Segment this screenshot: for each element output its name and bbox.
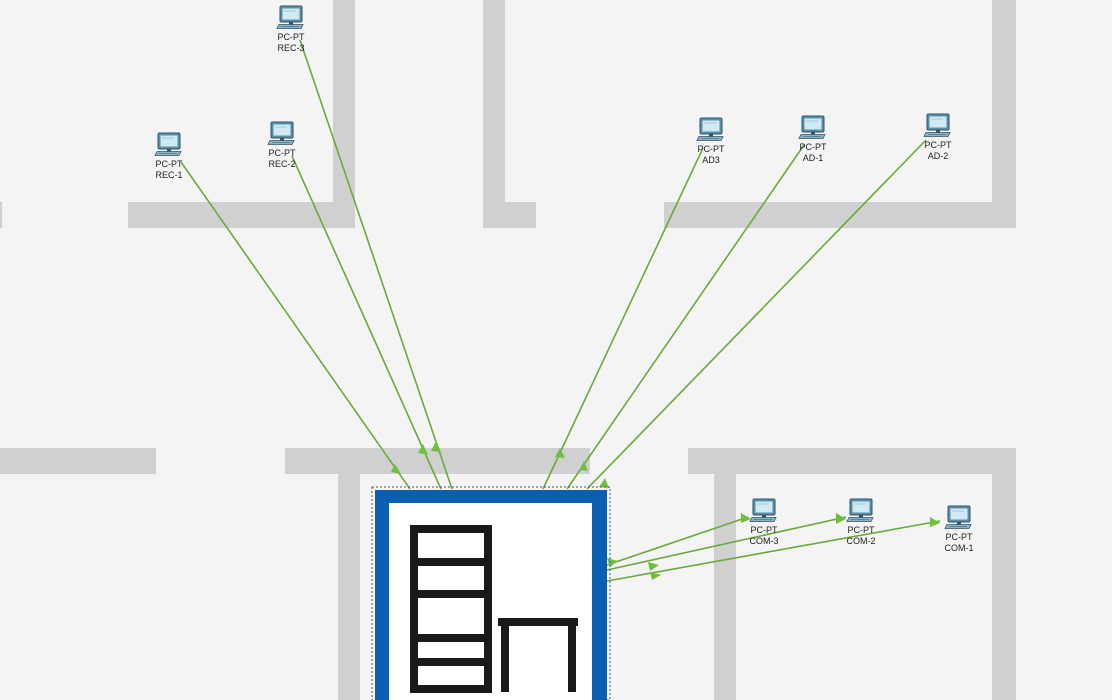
cable-com-3[interactable] (606, 516, 749, 566)
wall-segment (0, 202, 2, 228)
link-light-icon (431, 441, 441, 452)
device-hostname-label: AD-1 (803, 153, 824, 163)
link-light-icon (930, 517, 940, 527)
wall-segment (992, 0, 1016, 228)
wall-segment (714, 448, 736, 700)
cable-connections[interactable] (180, 39, 941, 582)
device-hostname-label: AD-2 (928, 151, 949, 161)
device-model-label: PC-PT (751, 525, 779, 535)
device-model-label: PC-PT (848, 525, 876, 535)
link-light-icon (579, 461, 588, 471)
link-light-icon (741, 513, 751, 523)
device-hostname-label: REC-2 (268, 159, 295, 169)
desktop-pc-icon (749, 498, 777, 522)
device-model-label: PC-PT (800, 142, 828, 152)
cable-rec-1[interactable] (180, 161, 411, 490)
link-light-icon (836, 513, 846, 524)
server-rack-icon (410, 525, 578, 693)
desktop-pc-icon (944, 505, 972, 529)
device-model-label: PC-PT (925, 140, 953, 150)
wall-segment (285, 448, 590, 474)
cable-ad-2[interactable] (586, 139, 927, 490)
device-hostname-label: COM-1 (945, 543, 974, 553)
desktop-pc-icon (154, 132, 182, 156)
device-hostname-label: REC-1 (155, 170, 182, 180)
wall-segment (128, 202, 355, 228)
pc-devices[interactable]: PC-PTREC-3PC-PTREC-1PC-PTREC-2PC-PTAD3PC… (154, 5, 974, 553)
cable-com-2[interactable] (606, 516, 847, 571)
wall-segment (664, 202, 1016, 228)
desktop-pc-icon (923, 113, 951, 137)
desktop-pc-icon (846, 498, 874, 522)
link-lights (391, 441, 940, 580)
wall-segment (688, 448, 1016, 474)
device-model-label: PC-PT (698, 144, 726, 154)
wall-segment (483, 202, 536, 228)
desktop-pc-icon (267, 121, 295, 145)
device-model-label: PC-PT (156, 159, 184, 169)
device-model-label: PC-PT (278, 32, 306, 42)
wall-segment (338, 448, 360, 700)
selection-outline (371, 486, 611, 700)
device-model-label: PC-PT (946, 532, 974, 542)
link-light-icon (599, 478, 609, 488)
wall-segment (0, 448, 156, 474)
cable-rec-3[interactable] (299, 39, 453, 490)
floor-plan-walls (0, 0, 1016, 700)
cable-ad-1[interactable] (566, 144, 805, 490)
device-hostname-label: COM-2 (847, 536, 876, 546)
central-rack-device[interactable] (371, 486, 611, 700)
device-hostname-label: REC-3 (277, 43, 304, 53)
link-light-icon (418, 444, 428, 455)
wall-segment (333, 0, 355, 228)
wall-segment (992, 448, 1016, 700)
link-light-icon (648, 562, 659, 571)
link-light-icon (555, 448, 565, 458)
desktop-pc-icon (696, 117, 724, 141)
device-hostname-label: COM-3 (750, 536, 779, 546)
cable-ad-3[interactable] (542, 147, 704, 490)
link-light-icon (607, 558, 618, 567)
link-light-icon (391, 464, 401, 474)
cable-rec-2[interactable] (291, 155, 442, 490)
link-light-icon (650, 572, 661, 580)
desktop-pc-icon (798, 115, 826, 139)
device-model-label: PC-PT (269, 148, 297, 158)
cable-com-1[interactable] (606, 520, 941, 582)
device-hostname-label: AD3 (702, 155, 720, 165)
wall-segment (483, 0, 505, 228)
desktop-pc-icon (276, 5, 304, 29)
